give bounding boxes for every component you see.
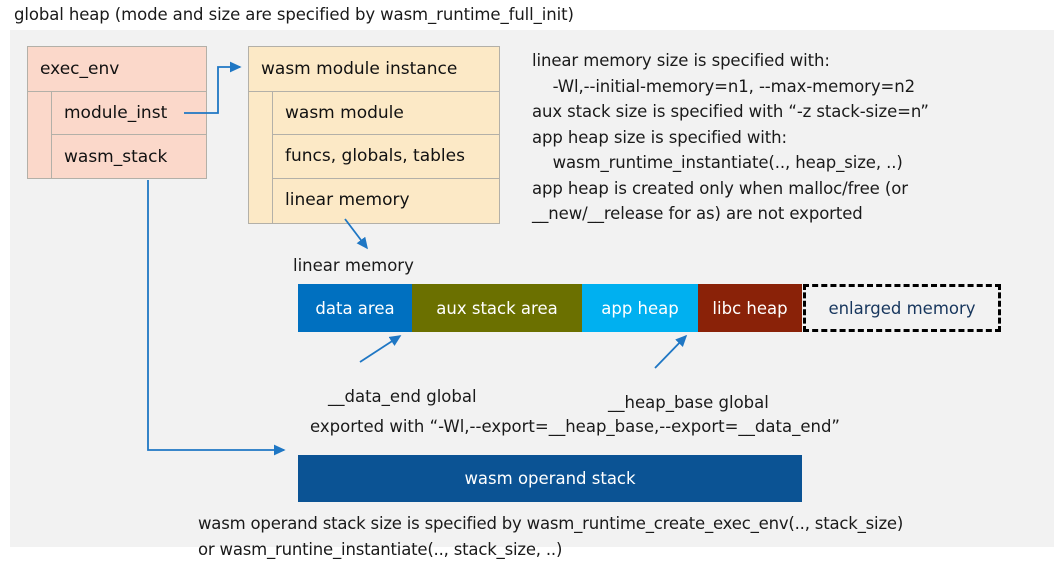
- module-instance-field-linear-memory: linear memory: [285, 190, 410, 211]
- memory-segment-enlarged-memory: enlarged memory: [803, 284, 1001, 332]
- diagram-canvas: exec_env module_inst wasm_stack wasm mod…: [10, 30, 1054, 559]
- linear-memory-bar: data area aux stack area app heap libc h…: [298, 284, 1001, 332]
- globals-export-note: exported with “-Wl,--export=__heap_base,…: [310, 417, 840, 436]
- memory-segment-libc-heap: libc heap: [698, 284, 802, 332]
- heap-base-global-label: __heap_base global: [608, 393, 769, 412]
- wasm-operand-stack-bar: wasm operand stack: [298, 455, 802, 502]
- exec-env-field-wasm-stack: wasm_stack: [64, 146, 168, 167]
- operand-stack-note: wasm operand stack size is specified by …: [198, 514, 904, 559]
- module-instance-header: wasm module instance: [249, 47, 499, 92]
- module-instance-body: wasm module funcs, globals, tables linea…: [249, 92, 499, 223]
- module-instance-rows: wasm module funcs, globals, tables linea…: [273, 92, 499, 223]
- exec-env-box: exec_env module_inst wasm_stack: [27, 46, 207, 179]
- page-title: global heap (mode and size are specified…: [14, 5, 574, 24]
- wasm-module-instance-box: wasm module instance wasm module funcs, …: [248, 46, 500, 224]
- module-instance-field-wasm-module: wasm module: [273, 92, 499, 136]
- memory-segment-data-area: data area: [298, 284, 412, 332]
- memory-segment-app-heap: app heap: [582, 284, 698, 332]
- exec-env-gutter: [28, 92, 52, 178]
- linear-memory-caption: linear memory: [293, 256, 414, 275]
- exec-env-field-module-inst: module_inst: [52, 92, 206, 135]
- module-instance-gutter: [249, 92, 273, 223]
- memory-segment-aux-stack-area: aux stack area: [412, 284, 582, 332]
- exec-env-rows: module_inst wasm_stack: [52, 92, 206, 178]
- runtime-configuration-notes: linear memory size is specified with: -W…: [532, 51, 929, 223]
- exec-env-header: exec_env: [28, 47, 206, 92]
- module-instance-field-funcs-globals-tables: funcs, globals, tables: [273, 135, 499, 179]
- exec-env-body: module_inst wasm_stack: [28, 92, 206, 178]
- data-end-global-label: __data_end global: [328, 387, 477, 406]
